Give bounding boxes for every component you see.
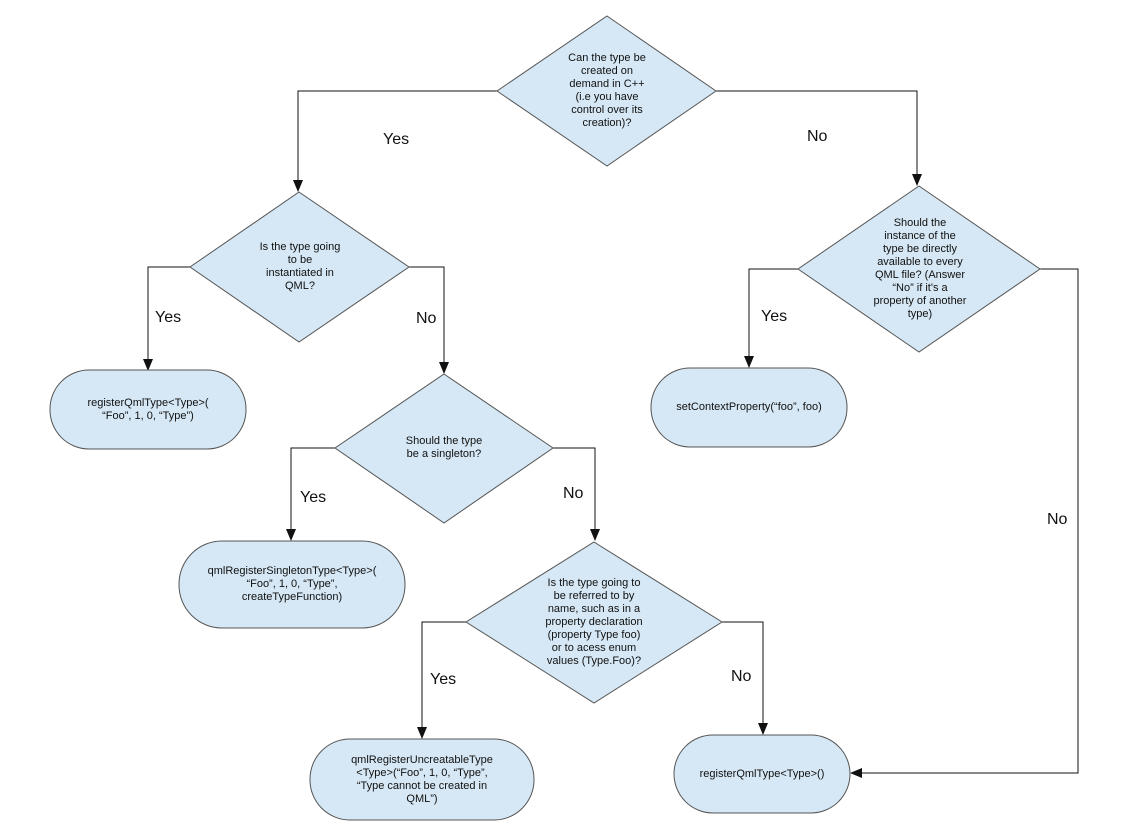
edge-label-singleton-no: No bbox=[563, 485, 584, 502]
edge-label-referred-no: No bbox=[731, 668, 752, 685]
result-singleton bbox=[178, 540, 406, 629]
decision-singleton bbox=[334, 373, 554, 524]
result-uncreatable bbox=[309, 738, 535, 821]
edge-label-available-yes: Yes bbox=[761, 308, 788, 325]
decision-create-cpp bbox=[496, 15, 717, 167]
result-register-qml-type-plain bbox=[673, 734, 851, 814]
edge-referred-no bbox=[722, 621, 768, 735]
result-set-context-property bbox=[650, 367, 848, 448]
edge-referred-yes bbox=[417, 621, 466, 739]
node-text-available-every-qml: Should the instance of the type be direc… bbox=[873, 217, 967, 320]
node-text-register-qml-type-full: registerQmlType<Type>( “Foo”, 1, 0, “Typ… bbox=[87, 397, 209, 422]
node-text-set-context-property: setContextProperty(“foo”, foo) bbox=[676, 400, 822, 413]
node-text-uncreatable: qmlRegisterUncreatableType <Type>(“Foo”,… bbox=[351, 754, 493, 805]
edge-label-available-no: No bbox=[1047, 511, 1068, 528]
node-text-create-cpp: Can the type be created on demand in C++… bbox=[568, 52, 646, 129]
edge-instantiated-no bbox=[409, 266, 449, 374]
decision-available-every-qml bbox=[797, 185, 1041, 353]
edge-label-instantiated-no: No bbox=[416, 310, 437, 327]
edge-label-create-yes: Yes bbox=[383, 131, 410, 148]
edge-create-no bbox=[716, 90, 922, 186]
edge-label-referred-yes: Yes bbox=[430, 671, 457, 688]
edge-singleton-yes bbox=[286, 447, 335, 541]
decision-instantiated-qml bbox=[189, 191, 410, 343]
node-text-instantiated-qml: Is the type going to be instantiated in … bbox=[259, 241, 341, 292]
edge-singleton-no bbox=[553, 447, 600, 541]
edge-available-no bbox=[850, 268, 1079, 778]
result-register-qml-type-full bbox=[49, 369, 247, 450]
edge-create-yes bbox=[293, 90, 497, 192]
node-text-singleton: Should the type be a singleton? bbox=[405, 435, 483, 460]
edge-label-instantiated-yes: Yes bbox=[155, 309, 182, 326]
node-text-referred-by-name: Is the type going to be referred to by n… bbox=[545, 576, 643, 667]
edge-label-create-no: No bbox=[807, 128, 828, 145]
node-text-register-qml-type-plain: registerQmlType<Type>() bbox=[699, 767, 825, 780]
edge-label-singleton-yes: Yes bbox=[300, 489, 327, 506]
node-text-singleton-result: qmlRegisterSingletonType<Type>( “Foo”, 1… bbox=[207, 564, 377, 603]
edge-instantiated-yes bbox=[143, 266, 190, 371]
edge-available-yes bbox=[744, 268, 798, 368]
decision-referred-by-name bbox=[465, 541, 723, 704]
